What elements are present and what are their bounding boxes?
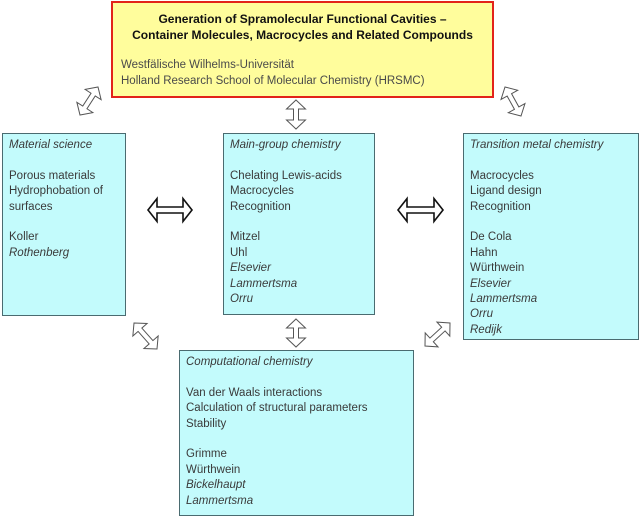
- topic-item: Macrocycles: [230, 185, 294, 198]
- researcher-name: De Cola: [470, 231, 512, 244]
- box-title: Transition metal chemistry: [470, 139, 604, 151]
- institutions: Westfälische Wilhelms-Universität Hollan…: [121, 57, 492, 89]
- spacer: [470, 153, 632, 168]
- researcher-name: Mitzel: [230, 231, 261, 244]
- topic-item: surfaces: [9, 200, 53, 213]
- researcher-name: Würthwein: [470, 262, 525, 275]
- topic-item: Chelating Lewis-acids: [230, 169, 342, 182]
- researcher-name: Hahn: [470, 246, 498, 259]
- researcher-name: Elsevier: [470, 277, 511, 290]
- researcher-name: Bickelhaupt: [186, 479, 246, 492]
- double-arrow-title-transition: [500, 86, 526, 117]
- researcher-name: Lammertsma: [470, 293, 538, 306]
- spacer: [186, 370, 407, 385]
- topic-item: Stability: [186, 417, 227, 430]
- spacer: [470, 215, 632, 230]
- double-arrow-main-transition: [396, 196, 445, 224]
- double-arrow-title-main: [285, 99, 307, 130]
- researcher-name: Grimme: [186, 448, 227, 461]
- researcher-name: Elsevier: [230, 262, 271, 275]
- researcher-name: Rothenberg: [9, 246, 70, 259]
- spacer: [230, 153, 368, 168]
- double-arrow-title-material: [76, 86, 102, 116]
- topic-item: Calculation of structural parameters: [186, 402, 368, 415]
- researcher-name: Würthwein: [186, 463, 241, 476]
- double-arrow-transition-computational: [424, 321, 451, 348]
- spacer: [186, 432, 407, 447]
- title-heading-line2: Container Molecules, Macrocycles and Rel…: [132, 28, 473, 42]
- researcher-name: Orru: [470, 308, 493, 321]
- topic-item: Van der Waals interactions: [186, 386, 323, 399]
- institution-1: Westfälische Wilhelms-Universität: [121, 59, 294, 71]
- topic-item: Porous materials: [9, 169, 96, 182]
- title-box: Generation of Spramolecular Functional C…: [111, 1, 494, 98]
- double-arrow-main-computational: [285, 318, 307, 348]
- title-heading-line1: Generation of Spramolecular Functional C…: [158, 12, 447, 26]
- institution-2: Holland Research School of Molecular Che…: [121, 75, 425, 87]
- researcher-name: Koller: [9, 231, 39, 244]
- spacer: [9, 153, 119, 168]
- topic-item: Recognition: [230, 200, 291, 213]
- box-title: Material science: [9, 139, 93, 151]
- box-title: Computational chemistry: [186, 356, 313, 368]
- topic-item: Recognition: [470, 200, 531, 213]
- spacer: [230, 215, 368, 230]
- double-arrow-material-main: [146, 196, 194, 224]
- box-title: Main-group chemistry: [230, 139, 341, 151]
- double-arrow-material-computational: [132, 322, 159, 350]
- researcher-name: Lammertsma: [186, 494, 254, 507]
- researcher-name: Orru: [230, 293, 253, 306]
- researcher-name: Redijk: [470, 323, 502, 336]
- topic-item: Macrocycles: [470, 169, 534, 182]
- topic-item: Ligand design: [470, 185, 542, 198]
- spacer: [9, 215, 119, 230]
- researcher-name: Uhl: [230, 246, 248, 259]
- researcher-name: Lammertsma: [230, 277, 298, 290]
- title-heading: Generation of Spramolecular Functional C…: [113, 11, 492, 43]
- topic-item: Hydrophobation of: [9, 185, 103, 198]
